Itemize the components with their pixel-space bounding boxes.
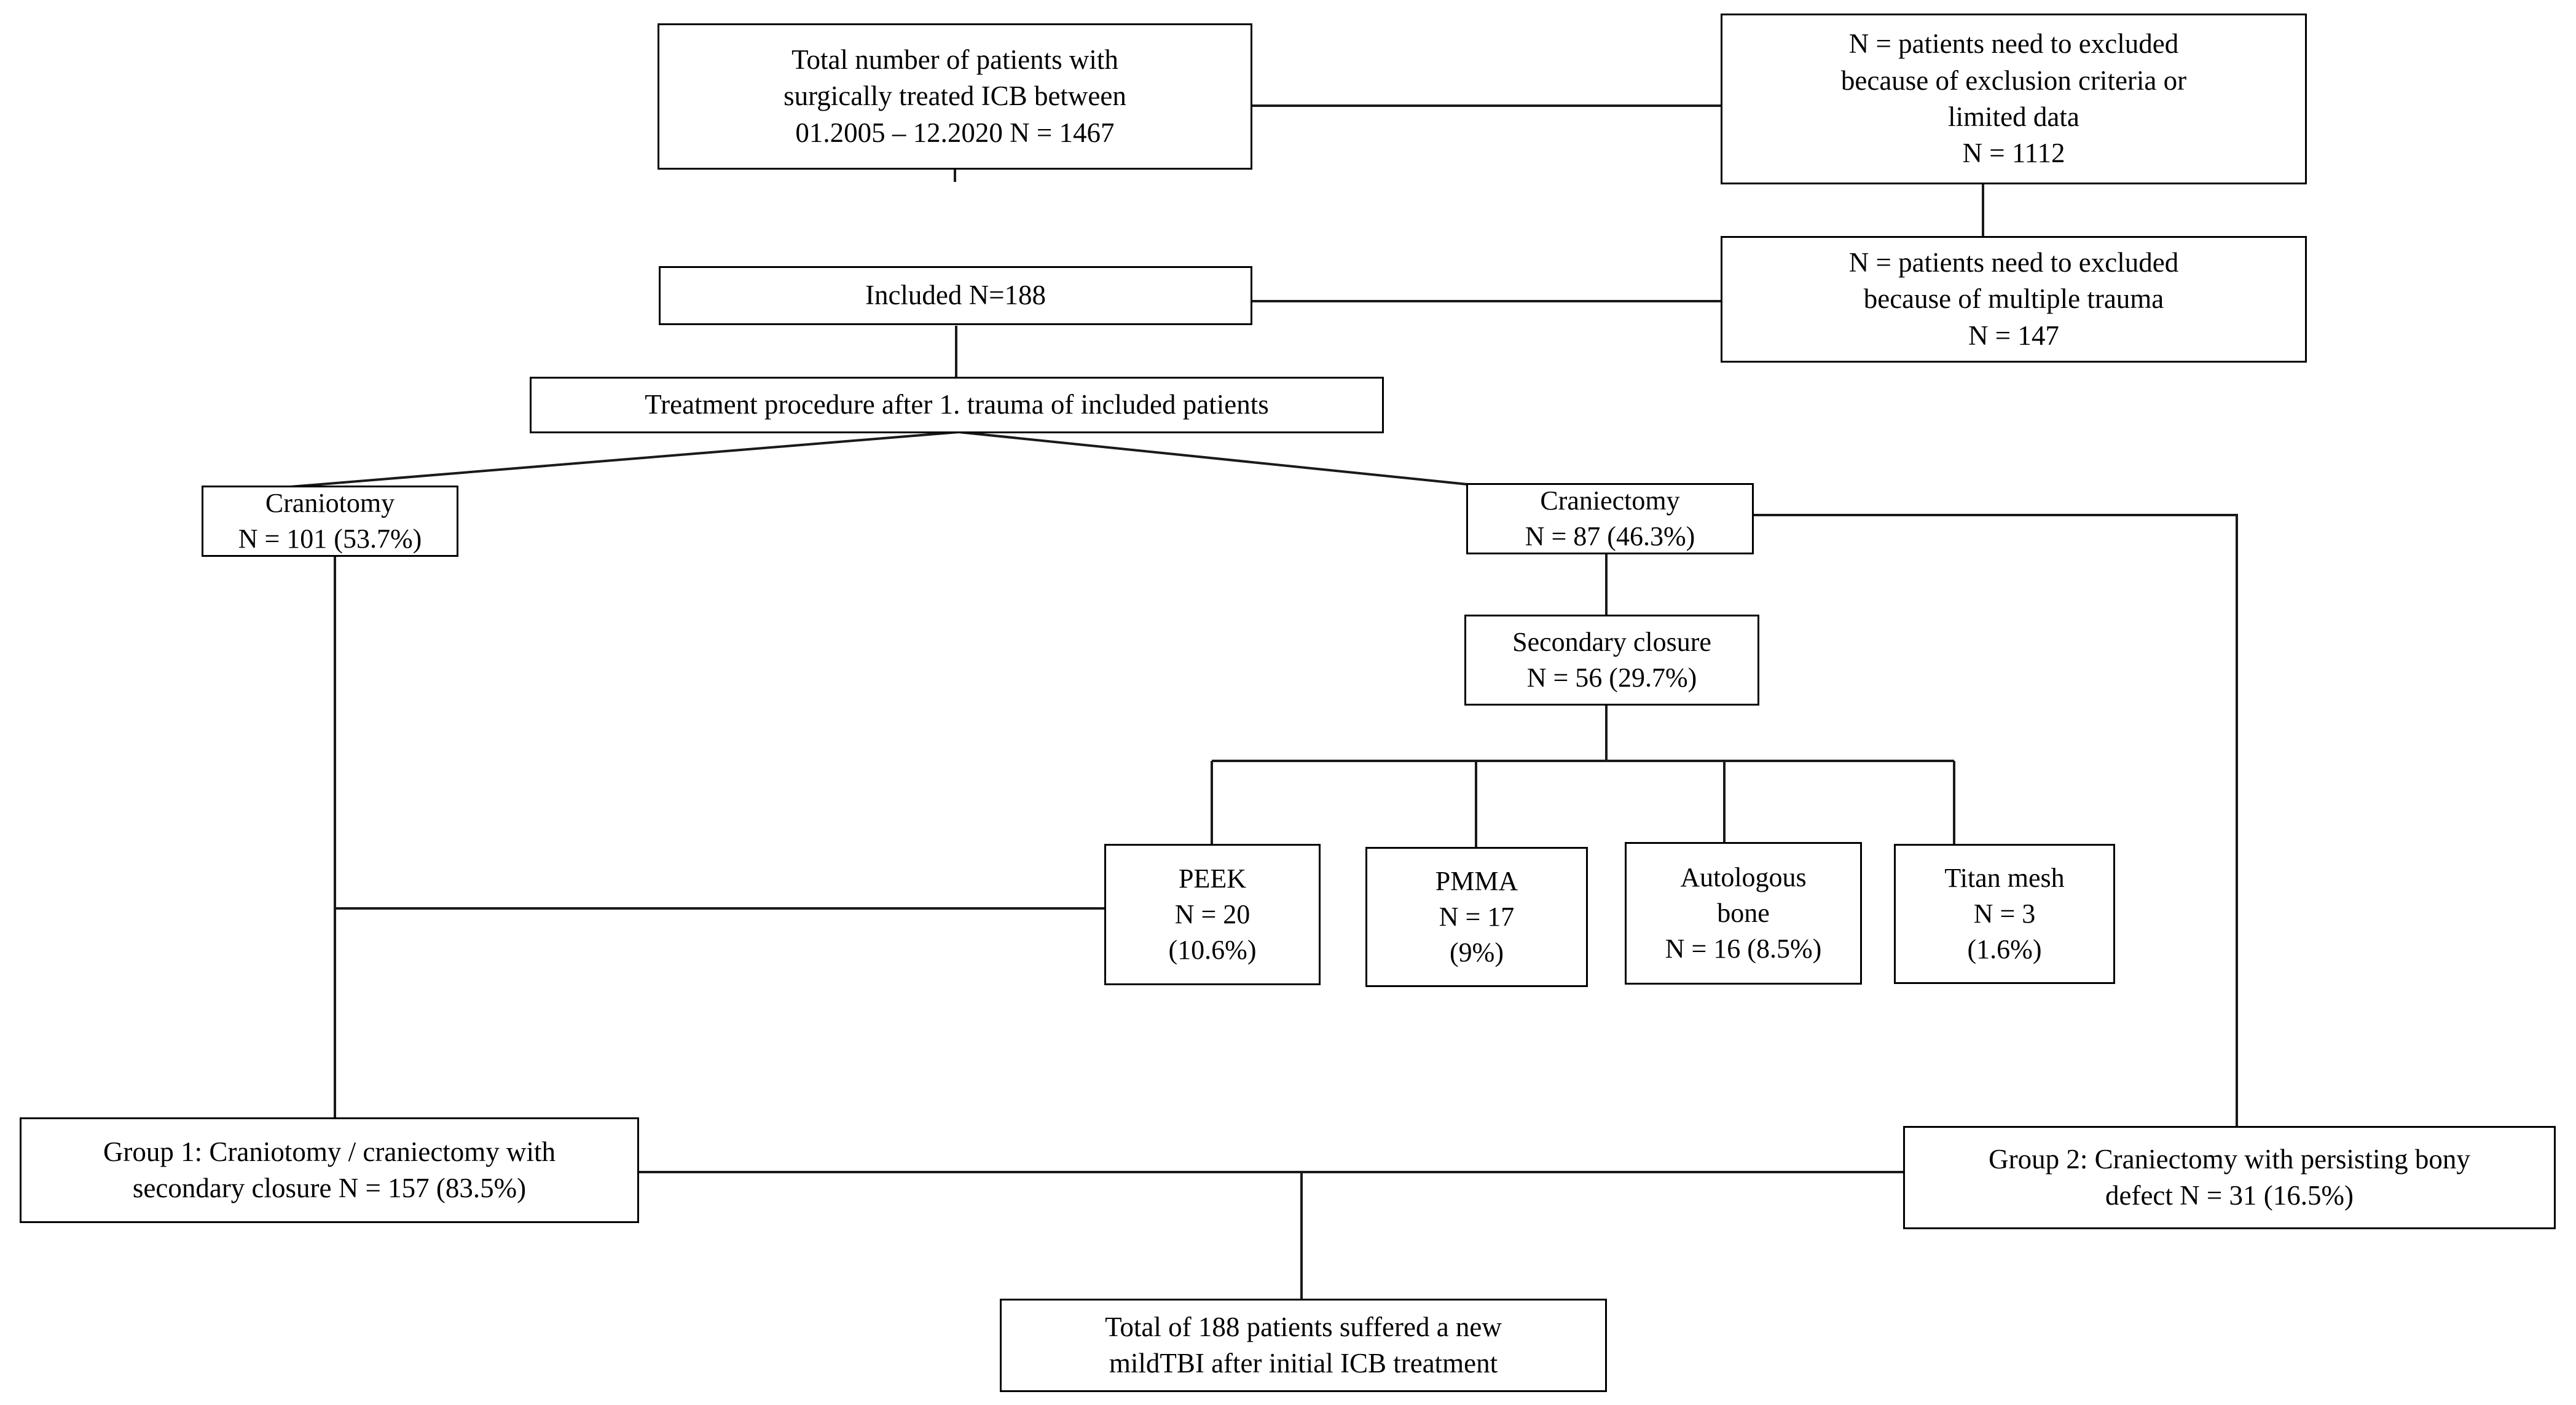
node-peek-line-2: N = 20 bbox=[1174, 899, 1251, 929]
node-excluded-criteria-line-1: N = patients need to excluded bbox=[1848, 28, 2179, 60]
node-excluded-criteria-line-4: N = 1112 bbox=[1962, 138, 2065, 169]
node-total-patients-line-3: 01.2005 – 12.2020 N = 1467 bbox=[795, 117, 1115, 148]
node-included[interactable]: Included N=188 bbox=[659, 266, 1252, 325]
node-autologous-bone-line-3: N = 16 (8.5%) bbox=[1665, 934, 1822, 964]
node-titan-mesh-line-3: (1.6%) bbox=[1967, 934, 2042, 965]
node-secondary-closure[interactable]: Secondary closure N = 56 (29.7%) bbox=[1464, 615, 1759, 706]
node-excluded-criteria-line-2: because of exclusion criteria or bbox=[1840, 65, 2187, 96]
node-group2[interactable]: Group 2: Craniectomy with persisting bon… bbox=[1903, 1126, 2556, 1229]
node-pmma[interactable]: PMMA N = 17 (9%) bbox=[1365, 847, 1588, 987]
node-craniectomy-line-1: Craniectomy bbox=[1540, 485, 1680, 516]
node-treatment-procedure-label: Treatment procedure after 1. trauma of i… bbox=[645, 389, 1269, 420]
node-excluded-multitrauma-line-2: because of multiple trauma bbox=[1863, 283, 2164, 315]
node-excluded-criteria[interactable]: N = patients need to excluded because of… bbox=[1721, 14, 2307, 184]
edge-treatment-to-craniotomy bbox=[282, 431, 959, 489]
node-secondary-closure-line-2: N = 56 (29.7%) bbox=[1526, 663, 1697, 693]
node-total-mildtbi-line-1: Total of 188 patients suffered a new bbox=[1105, 1311, 1502, 1342]
node-group2-line-2: defect N = 31 (16.5%) bbox=[2105, 1180, 2354, 1211]
node-craniotomy[interactable]: Craniotomy N = 101 (53.7%) bbox=[202, 486, 458, 557]
node-secondary-closure-line-1: Secondary closure bbox=[1512, 626, 1711, 657]
node-excluded-multitrauma-line-3: N = 147 bbox=[1968, 320, 2059, 351]
edge-craniectomy-to-group2 bbox=[1753, 514, 2238, 1126]
node-group1[interactable]: Group 1: Craniotomy / craniectomy with s… bbox=[20, 1117, 639, 1223]
node-total-patients-line-1: Total number of patients with bbox=[791, 44, 1118, 75]
node-autologous-bone[interactable]: Autologous bone N = 16 (8.5%) bbox=[1625, 842, 1862, 985]
node-craniotomy-line-1: Craniotomy bbox=[265, 487, 395, 518]
node-titan-mesh-line-1: Titan mesh bbox=[1944, 862, 2065, 893]
node-craniectomy-line-2: N = 87 (46.3%) bbox=[1525, 521, 1695, 551]
node-total-patients-line-2: surgically treated ICB between bbox=[783, 81, 1126, 112]
node-group2-line-1: Group 2: Craniectomy with persisting bon… bbox=[1989, 1143, 2470, 1175]
node-autologous-bone-line-2: bone bbox=[1717, 897, 1770, 928]
node-peek-line-1: PEEK bbox=[1179, 863, 1246, 894]
node-included-label: Included N=188 bbox=[865, 280, 1046, 311]
node-group1-line-1: Group 1: Craniotomy / craniectomy with bbox=[103, 1136, 556, 1167]
node-total-mildtbi[interactable]: Total of 188 patients suffered a new mil… bbox=[1000, 1299, 1607, 1392]
node-pmma-line-1: PMMA bbox=[1435, 865, 1518, 896]
node-craniectomy[interactable]: Craniectomy N = 87 (46.3%) bbox=[1466, 483, 1754, 554]
node-total-patients[interactable]: Total number of patients with surgically… bbox=[658, 23, 1252, 170]
node-pmma-line-2: N = 17 bbox=[1439, 901, 1515, 932]
node-pmma-line-3: (9%) bbox=[1450, 937, 1504, 968]
node-craniotomy-line-2: N = 101 (53.7%) bbox=[238, 524, 422, 554]
node-treatment-procedure[interactable]: Treatment procedure after 1. trauma of i… bbox=[530, 377, 1384, 433]
node-excluded-criteria-line-3: limited data bbox=[1948, 101, 2079, 132]
edge-treatment-to-craniectomy bbox=[958, 431, 1468, 486]
node-peek[interactable]: PEEK N = 20 (10.6%) bbox=[1104, 844, 1321, 985]
node-peek-line-3: (10.6%) bbox=[1168, 935, 1257, 966]
node-autologous-bone-line-1: Autologous bbox=[1680, 862, 1807, 892]
node-titan-mesh[interactable]: Titan mesh N = 3 (1.6%) bbox=[1894, 844, 2115, 984]
node-titan-mesh-line-2: N = 3 bbox=[1973, 898, 2036, 929]
node-excluded-multitrauma[interactable]: N = patients need to excluded because of… bbox=[1721, 236, 2307, 363]
node-excluded-multitrauma-line-1: N = patients need to excluded bbox=[1848, 246, 2179, 278]
node-total-mildtbi-line-2: mildTBI after initial ICB treatment bbox=[1109, 1348, 1498, 1379]
node-group1-line-2: secondary closure N = 157 (83.5%) bbox=[132, 1173, 527, 1203]
